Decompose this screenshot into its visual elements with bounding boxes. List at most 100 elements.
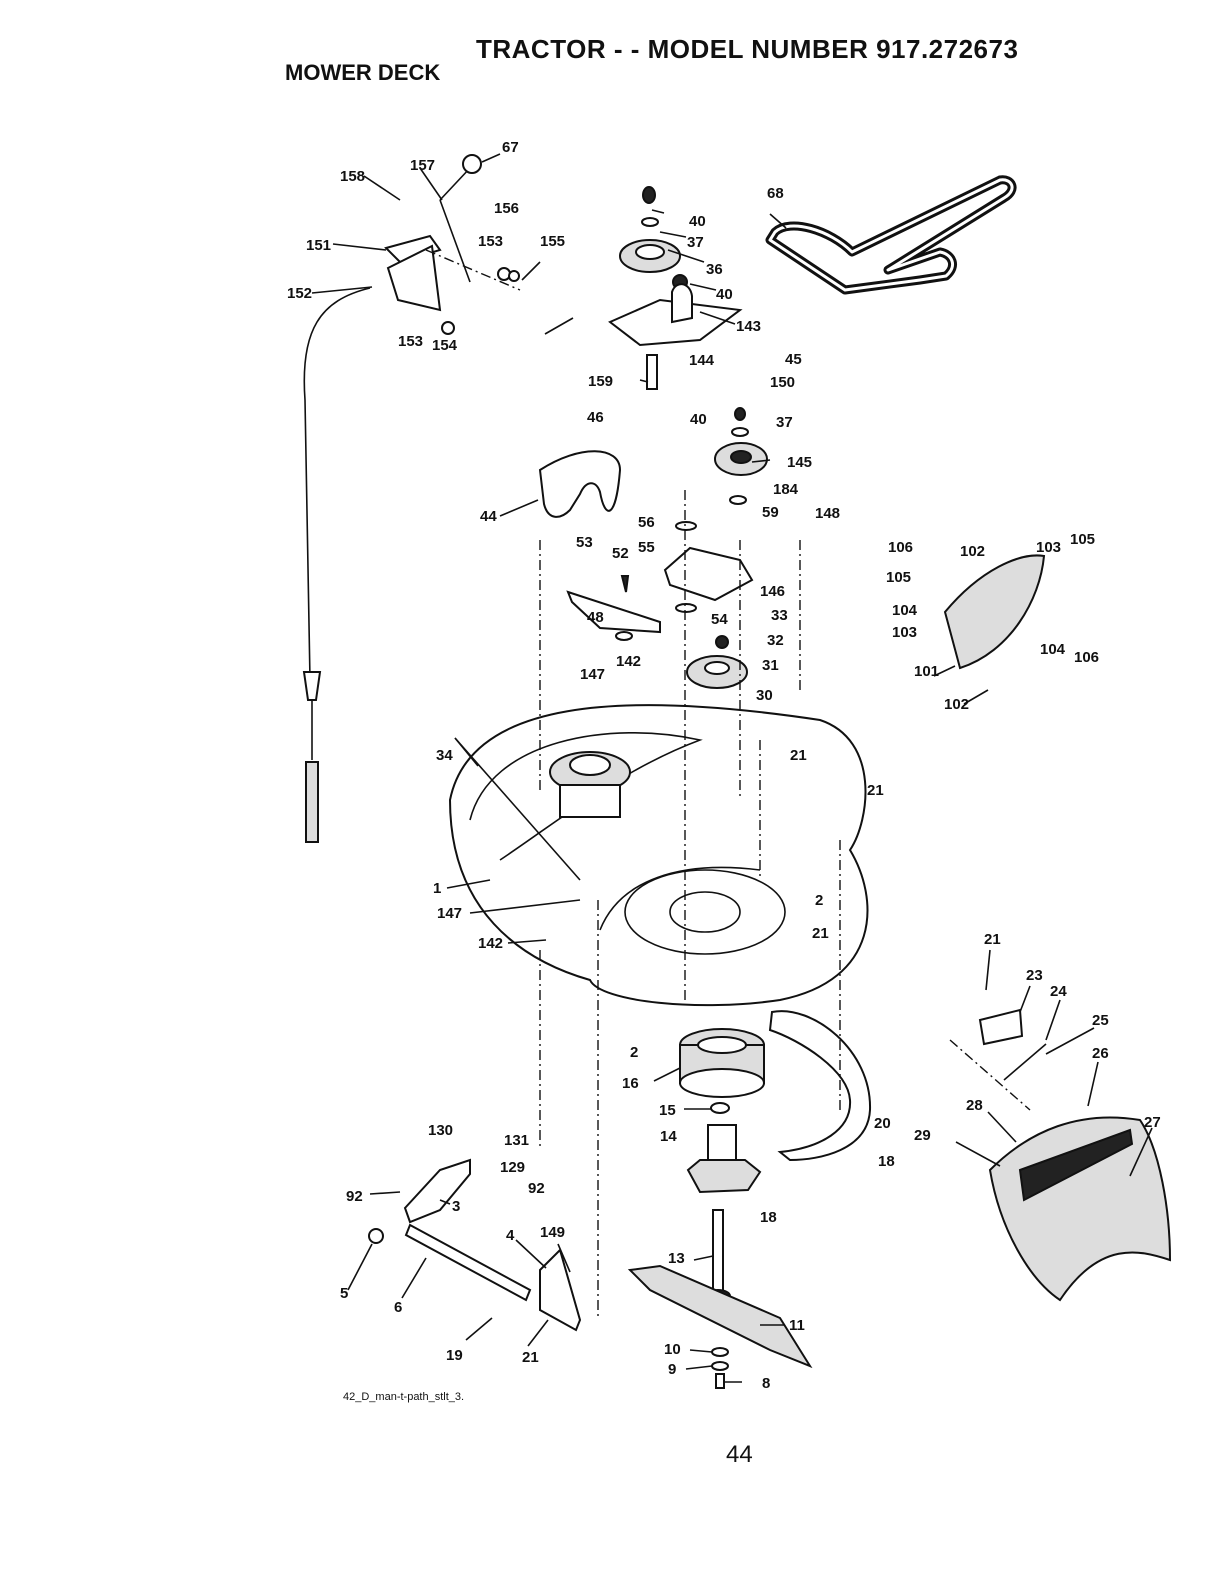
callout: 101: [914, 663, 939, 680]
callout: 9: [668, 1361, 676, 1378]
callout: 105: [1070, 531, 1095, 548]
callout: 5: [340, 1285, 348, 1302]
callout: 18: [878, 1153, 895, 1170]
callout: 44: [480, 508, 497, 525]
callout: 20: [874, 1115, 891, 1132]
callout: 150: [770, 374, 795, 391]
callout: 27: [1144, 1114, 1161, 1131]
parts-artwork: [302, 154, 1172, 1389]
callout: 21: [867, 782, 884, 799]
callout: 11: [789, 1317, 805, 1334]
callout: 106: [1074, 649, 1099, 666]
callout: 46: [587, 409, 604, 426]
callout: 104: [892, 602, 918, 619]
callout: 33: [771, 607, 788, 624]
callout: 37: [687, 234, 704, 251]
callout: 21: [812, 925, 829, 942]
callout: 24: [1050, 983, 1067, 1000]
callout: 103: [892, 624, 917, 641]
callout: 4: [506, 1227, 515, 1244]
callout: 32: [767, 632, 784, 649]
callout: 152: [287, 285, 312, 302]
callout: 2: [630, 1044, 638, 1061]
callout: 6: [394, 1299, 402, 1316]
callout: 92: [346, 1188, 363, 1205]
callout: 106: [888, 539, 913, 556]
callout: 144: [689, 352, 715, 369]
callout: 151: [306, 237, 331, 254]
callout: 55: [638, 539, 655, 556]
callout: 21: [790, 747, 807, 764]
callout: 156: [494, 200, 519, 217]
callout: 31: [762, 657, 779, 674]
callout: 154: [432, 337, 458, 354]
callout: 13: [668, 1250, 685, 1267]
callout: 8: [762, 1375, 770, 1392]
callout: 40: [690, 411, 707, 428]
callout: 145: [787, 454, 812, 471]
callout: 14: [660, 1128, 677, 1145]
callout: 2: [815, 892, 823, 909]
drive-belt: [765, 175, 1017, 295]
callout: 92: [528, 1180, 545, 1197]
callout: 18: [760, 1209, 777, 1226]
callout: 105: [886, 569, 911, 586]
callout: 34: [436, 747, 453, 764]
callout: 155: [540, 233, 565, 250]
callout: 30: [756, 687, 773, 704]
callout: 157: [410, 157, 435, 174]
callout: 40: [689, 213, 706, 230]
callout: 153: [478, 233, 503, 250]
callout: 142: [616, 653, 641, 670]
callout: 23: [1026, 967, 1043, 984]
callout: 158: [340, 168, 365, 185]
callout: 36: [706, 261, 723, 278]
callout: 25: [1092, 1012, 1109, 1029]
callout: 21: [984, 931, 1001, 948]
figure-id: 42_D_man-t-path_stlt_3.: [343, 1391, 465, 1403]
leader-lines: [311, 153, 1153, 1383]
callout: 143: [736, 318, 761, 335]
callout: 153: [398, 333, 423, 350]
callout: 59: [762, 504, 779, 521]
callout: 131: [504, 1132, 529, 1149]
callout: 29: [914, 1127, 931, 1144]
callout: 56: [638, 514, 655, 531]
callout: 159: [588, 373, 613, 390]
callout: 67: [502, 139, 519, 156]
page-title: TRACTOR - - MODEL NUMBER 917.272673: [476, 34, 1019, 64]
callout: 3: [452, 1198, 460, 1215]
callout: 142: [478, 935, 503, 952]
callout: 129: [500, 1159, 525, 1176]
callout: 147: [580, 666, 605, 683]
callout: 147: [437, 905, 462, 922]
callout: 45: [785, 351, 802, 368]
callout: 28: [966, 1097, 983, 1114]
callout: 146: [760, 583, 785, 600]
callout: 40: [716, 286, 733, 303]
callout: 10: [664, 1341, 681, 1358]
callout: 52: [612, 545, 629, 562]
callout: 21: [522, 1349, 539, 1366]
callout: 184: [773, 481, 799, 498]
callout: 53: [576, 534, 593, 551]
page-number: 44: [726, 1441, 753, 1468]
callout: 68: [767, 185, 784, 202]
section-title: MOWER DECK: [285, 60, 441, 85]
callout: 48: [587, 609, 604, 626]
part-callouts: 157 67 158 156 151 153 155 152 153 154 4…: [287, 139, 1161, 1392]
callout: 130: [428, 1122, 453, 1139]
callout: 16: [622, 1075, 639, 1092]
callout: 104: [1040, 641, 1066, 658]
callout: 19: [446, 1347, 463, 1364]
callout: 102: [944, 696, 969, 713]
callout: 103: [1036, 539, 1061, 556]
callout: 148: [815, 505, 840, 522]
callout: 149: [540, 1224, 565, 1241]
callout: 102: [960, 543, 985, 560]
callout: 26: [1092, 1045, 1109, 1062]
callout: 37: [776, 414, 793, 431]
callout: 15: [659, 1102, 676, 1119]
callout: 54: [711, 611, 728, 628]
